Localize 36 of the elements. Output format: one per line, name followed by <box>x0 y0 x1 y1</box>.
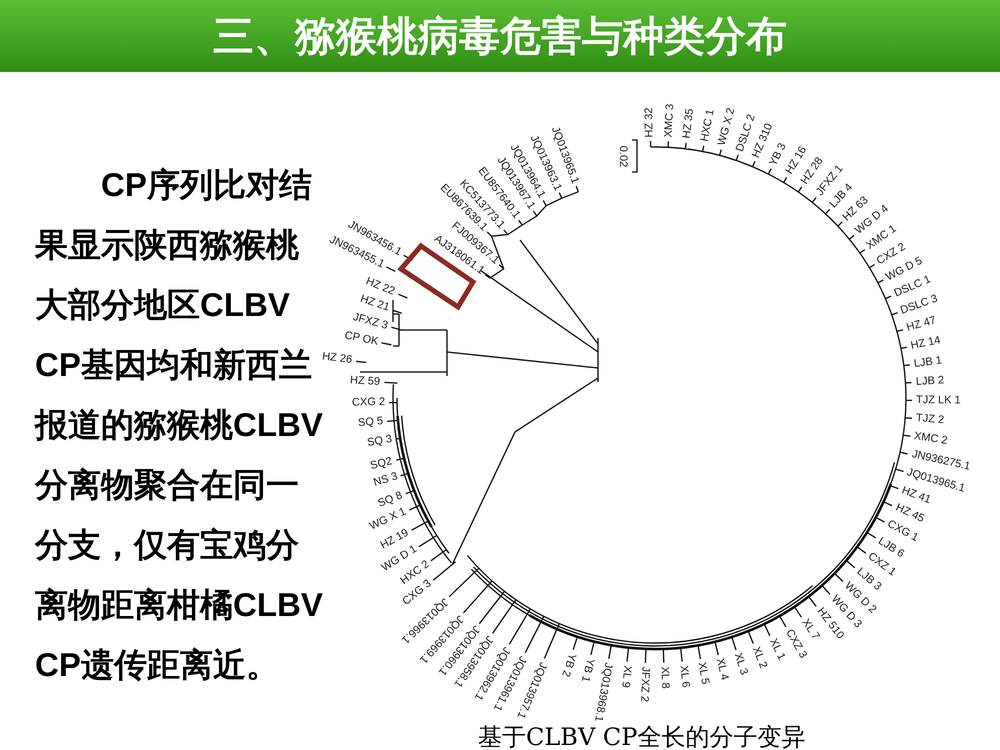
leaf-label: HZ 32 <box>643 106 657 138</box>
leaf-label: XMC 2 <box>913 430 949 448</box>
title-banner: 三、猕猴桃病毒危害与种类分布 <box>0 0 1000 72</box>
leaf-label: YB 3 <box>767 140 789 168</box>
leaf-label: SQ 3 <box>366 433 394 450</box>
leaf-label: XMC 3 <box>662 103 677 138</box>
leaf-label: SQ2 <box>370 454 394 472</box>
leaf-label: XL 4 <box>712 657 731 682</box>
leaf-label: HZ 47 <box>904 314 938 336</box>
leaf-label: XL 1 <box>766 636 788 662</box>
leaf-label: HXC 1 <box>698 108 717 143</box>
leaf-label: NS 3 <box>372 470 400 490</box>
leaf-label: TJZ 2 <box>915 412 944 428</box>
leaf-label: XL 5 <box>694 662 712 686</box>
leaf-label: HZ 14 <box>910 334 942 353</box>
leaf-label: LJB 1 <box>912 354 943 371</box>
scale-value: 0.02 <box>616 145 629 167</box>
leaf-label: TJZ LK 1 <box>916 394 961 408</box>
figure-caption: 基于CLBV CP全长的分子变异 <box>478 724 806 750</box>
leaf-label: CXG 2 <box>352 396 386 410</box>
leaf-label: HZ 19 <box>378 526 411 552</box>
leaf-label: HZ 35 <box>680 108 697 140</box>
leaf-label: LJB 2 <box>915 374 944 389</box>
leaf-label: YB 2 <box>558 651 578 678</box>
leaf-label: XL 2 <box>748 644 769 670</box>
leaf-label: SQ 8 <box>376 489 404 510</box>
leaf-label: SQ 5 <box>358 415 384 430</box>
leaf-label: XL 7 <box>799 616 822 642</box>
leaf-label: WG X 2 <box>716 106 738 148</box>
leaf-label: XL 6 <box>676 664 692 688</box>
leaf-label: HZ 26 <box>322 350 354 368</box>
leaf-label: XL 9 <box>618 664 634 688</box>
leaf-label: XL 3 <box>731 652 750 677</box>
leaf-label: HZ 59 <box>350 374 381 389</box>
leaf-label: JFXZ 2 <box>637 666 652 702</box>
leaf-label: XL 8 <box>657 666 672 690</box>
